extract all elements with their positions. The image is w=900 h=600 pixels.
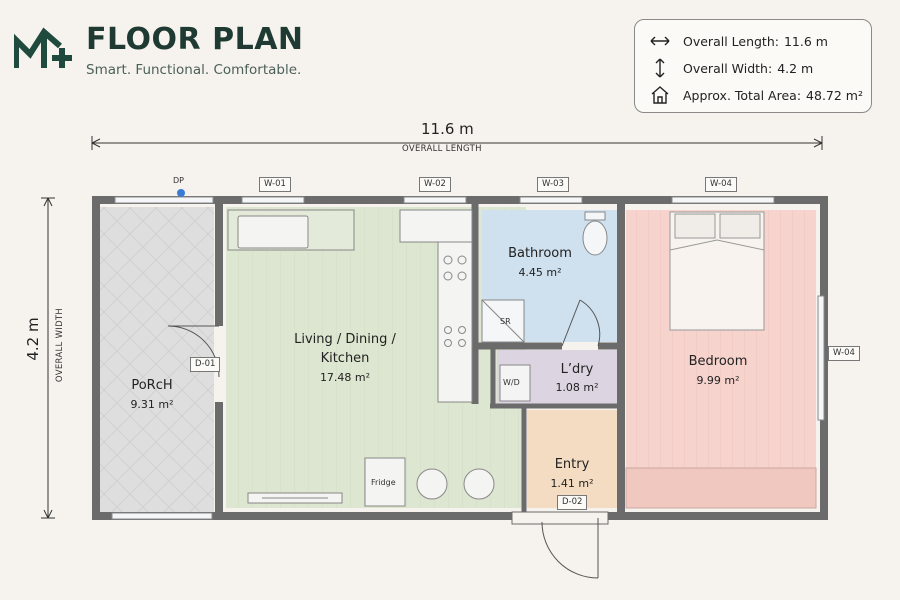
spec-label: Approx. Total Area: (683, 87, 802, 103)
spec-overall-width: Overall Width: 4.2 m (649, 58, 813, 78)
page-title: FLOOR PLAN (86, 22, 304, 57)
bathroom-area: 4.45 m² (518, 266, 562, 279)
bed (669, 211, 765, 331)
living-area: 17.48 m² (319, 371, 371, 384)
overall-length-label: OVERALL LENGTH (402, 144, 482, 154)
spec-label: Overall Width: (683, 60, 773, 76)
spec-label: Overall Length: (683, 33, 779, 49)
downpipe-label: DP (173, 176, 184, 185)
downpipe-marker (177, 189, 185, 197)
spec-value: 48.72 m² (806, 87, 863, 103)
washer-dryer-label: W/D (503, 378, 520, 387)
porch-name: PoRcH (131, 378, 173, 393)
laundry-area: 1.08 m² (555, 381, 599, 394)
laundry-name: L’dry (560, 362, 594, 377)
spec-value: 11.6 m (783, 33, 828, 49)
window-tag-w03: W-03 (537, 177, 569, 192)
overall-width-dimension (41, 197, 55, 519)
washer-dryer (499, 364, 531, 402)
bathroom-door (561, 299, 601, 347)
living-name-line2: Kitchen (320, 351, 370, 366)
window-tag-w04: W-04 (705, 177, 737, 192)
bedroom-area: 9.99 m² (696, 374, 740, 387)
spec-overall-length: Overall Length: 11.6 m (649, 31, 828, 51)
bathroom-name: Bathroom (508, 246, 572, 261)
entry-door (511, 511, 609, 579)
kitchen-fixtures (227, 209, 495, 507)
porch-area: 9.31 m² (130, 398, 174, 411)
brand-logo (14, 27, 72, 68)
door-tag-d02: D-02 (557, 495, 588, 510)
overall-length-dimension (91, 136, 823, 150)
wardrobe (625, 467, 817, 509)
windows (111, 196, 825, 520)
fridge-label: Fridge (371, 478, 396, 487)
house-icon (651, 86, 669, 104)
vertical-arrow-icon (655, 58, 665, 78)
horizontal-arrow-icon (650, 36, 670, 46)
bedroom-name: Bedroom (688, 354, 748, 369)
entry-name: Entry (554, 457, 590, 472)
page-tagline: Smart. Functional. Comfortable. (86, 62, 302, 78)
window-tag-w04-side: W-04 (828, 346, 860, 361)
window-tag-w01: W-01 (259, 177, 291, 192)
shower-recess-label: SR (500, 317, 511, 326)
entry-area: 1.41 m² (550, 477, 594, 490)
spec-total-area: Approx. Total Area: 48.72 m² (649, 85, 863, 105)
entry-floor (527, 410, 617, 508)
bathroom-fixtures (481, 211, 608, 343)
window-tag-w02: W-02 (419, 177, 451, 192)
living-name-line1: Living / Dining / (294, 332, 396, 347)
overall-length-value: 11.6 m (421, 120, 474, 138)
door-tag-d01: D-01 (190, 357, 221, 372)
specifications-box: Overall Length: 11.6 m Overall Width: 4.… (634, 19, 872, 113)
spec-value: 4.2 m (777, 60, 814, 76)
